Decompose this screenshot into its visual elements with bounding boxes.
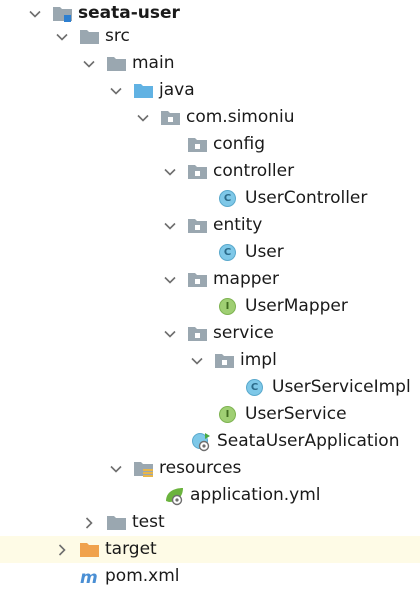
tree-item-usermapper[interactable]: I UserMapper	[0, 293, 420, 320]
tree-item-service[interactable]: service	[0, 320, 420, 347]
chevron-down-icon[interactable]	[190, 354, 204, 368]
tree-item-test[interactable]: test	[0, 509, 420, 536]
chevron-down-icon[interactable]	[163, 219, 177, 233]
tree-item-label: UserMapper	[245, 296, 348, 316]
folder-icon	[106, 54, 128, 74]
interface-icon: I	[219, 405, 241, 425]
package-icon	[187, 216, 209, 236]
chevron-down-icon[interactable]	[55, 30, 69, 44]
package-icon	[187, 270, 209, 290]
tree-item-seatauserapplication[interactable]: SeataUserApplication	[0, 428, 420, 455]
tree-item-label: service	[213, 323, 274, 343]
tree-item-label: controller	[213, 161, 295, 181]
svg-text:m: m	[80, 568, 98, 586]
tree-item-usercontroller[interactable]: C UserController	[0, 185, 420, 212]
spring-config-file-icon	[164, 486, 186, 506]
chevron-down-icon[interactable]	[163, 165, 177, 179]
chevron-right-icon[interactable]	[55, 543, 69, 557]
tree-item-label: java	[159, 80, 195, 100]
tree-item-label: application.yml	[190, 485, 321, 505]
folder-icon	[106, 513, 128, 533]
class-icon: C	[246, 378, 268, 398]
package-icon	[160, 108, 182, 128]
tree-item-com-simoniu[interactable]: com.simoniu	[0, 104, 420, 131]
tree-item-label: com.simoniu	[186, 107, 295, 127]
tree-item-label: User	[245, 242, 284, 262]
tree-item-label: SeataUserApplication	[217, 431, 400, 451]
tree-item-main[interactable]: main	[0, 50, 420, 77]
tree-item-application-yml[interactable]: application.yml	[0, 482, 420, 509]
maven-icon: m	[79, 567, 101, 587]
tree-item-seata-user[interactable]: seata-user	[0, 0, 420, 27]
tree-item-mapper[interactable]: mapper	[0, 266, 420, 293]
tree-item-label: UserService	[245, 404, 347, 424]
tree-item-label: pom.xml	[105, 566, 180, 586]
folder-icon	[79, 27, 101, 47]
tree-item-label: UserController	[245, 188, 368, 208]
chevron-down-icon[interactable]	[163, 327, 177, 341]
tree-item-target[interactable]: target	[0, 536, 420, 563]
excluded-folder-icon	[79, 540, 101, 560]
package-icon	[187, 324, 209, 344]
tree-item-label: resources	[159, 458, 242, 478]
tree-item-label: entity	[213, 215, 263, 235]
tree-item-impl[interactable]: impl	[0, 347, 420, 374]
tree-item-java[interactable]: java	[0, 77, 420, 104]
tree-item-label: UserServiceImpl	[272, 377, 411, 397]
package-icon	[187, 135, 209, 155]
tree-item-label: impl	[240, 350, 277, 370]
tree-item-entity[interactable]: entity	[0, 212, 420, 239]
spring-boot-class-icon	[191, 432, 213, 452]
chevron-down-icon[interactable]	[109, 84, 123, 98]
interface-icon: I	[219, 297, 241, 317]
tree-item-pom-xml[interactable]: m pom.xml	[0, 563, 420, 590]
chevron-down-icon[interactable]	[136, 111, 150, 125]
chevron-down-icon[interactable]	[28, 7, 42, 21]
tree-item-label: target	[105, 539, 157, 559]
tree-item-resources[interactable]: resources	[0, 455, 420, 482]
tree-item-userservice[interactable]: I UserService	[0, 401, 420, 428]
tree-item-userserviceimpl[interactable]: C UserServiceImpl	[0, 374, 420, 401]
tree-item-src[interactable]: src	[0, 23, 420, 50]
chevron-down-icon[interactable]	[82, 57, 96, 71]
tree-item-label: mapper	[213, 269, 280, 289]
class-icon: C	[219, 189, 241, 209]
class-icon: C	[219, 243, 241, 263]
chevron-down-icon[interactable]	[163, 273, 177, 287]
module-folder-icon	[52, 4, 74, 24]
package-icon	[214, 351, 236, 371]
tree-item-user[interactable]: C User	[0, 239, 420, 266]
tree-item-label: main	[132, 53, 175, 73]
tree-item-label: seata-user	[78, 3, 180, 23]
chevron-down-icon[interactable]	[109, 462, 123, 476]
tree-item-config[interactable]: config	[0, 131, 420, 158]
tree-item-label: config	[213, 134, 266, 154]
tree-item-label: src	[105, 26, 130, 46]
tree-item-controller[interactable]: controller	[0, 158, 420, 185]
chevron-right-icon[interactable]	[82, 516, 96, 530]
tree-item-label: test	[132, 512, 165, 532]
package-icon	[187, 162, 209, 182]
resources-folder-icon	[133, 459, 155, 479]
source-folder-icon	[133, 81, 155, 101]
